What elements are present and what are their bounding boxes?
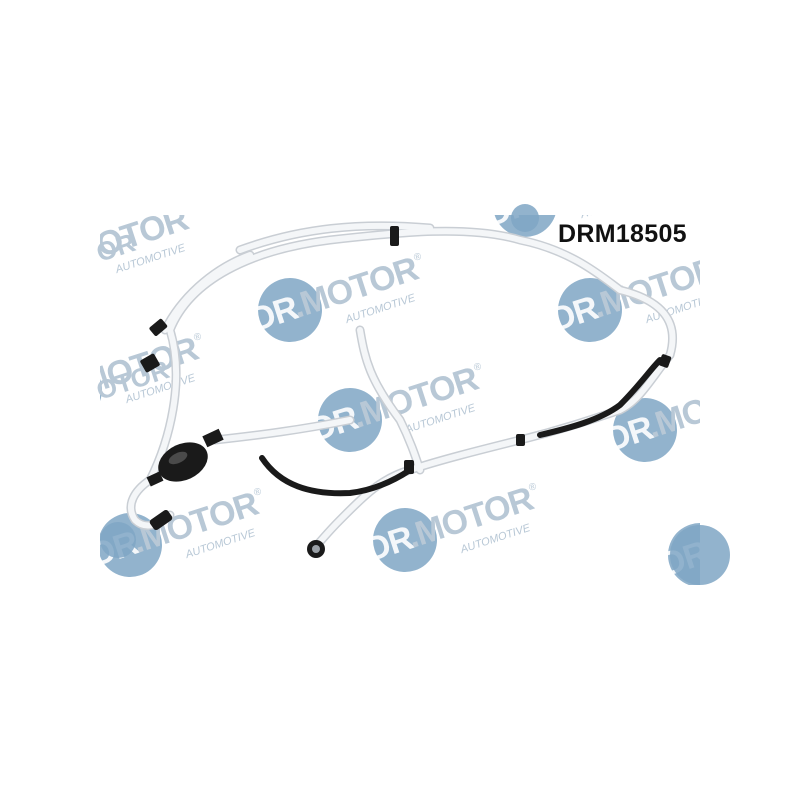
fuel-hose-assembly	[126, 221, 678, 555]
primer-bulb	[146, 428, 224, 487]
watermark-edge-right	[511, 204, 730, 585]
hose-connectors	[140, 226, 672, 558]
part-number: DRM18505	[558, 220, 687, 248]
